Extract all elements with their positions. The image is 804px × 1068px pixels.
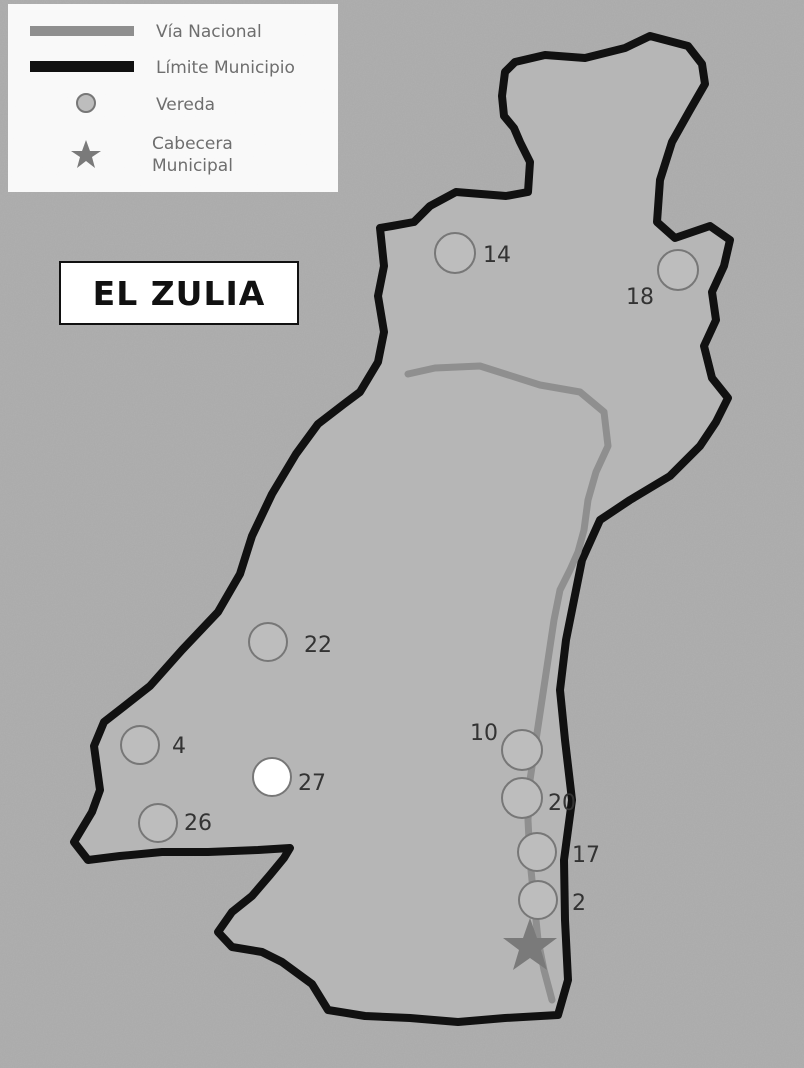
vereda-26: 26 — [138, 803, 212, 843]
vereda-circle — [518, 880, 558, 920]
municipality-boundary — [70, 32, 734, 1026]
legend-label-cabecera-2: Municipal — [152, 156, 233, 176]
vereda-circle — [501, 729, 543, 771]
vereda-label: 4 — [172, 734, 186, 759]
legend-road-swatch — [30, 26, 134, 36]
vereda-14: 14 — [434, 232, 511, 274]
vereda-label: 10 — [470, 721, 498, 746]
vereda-label: 20 — [548, 791, 576, 816]
vereda-18: 18 — [626, 249, 699, 310]
vereda-27: 27 — [252, 757, 326, 797]
vereda-circle — [657, 249, 699, 291]
vereda-4: 4 — [120, 725, 186, 765]
vereda-label: 14 — [483, 243, 511, 268]
vereda-20: 20 — [501, 777, 576, 819]
legend-vereda-circle — [76, 93, 96, 113]
cabecera-star-icon — [503, 918, 557, 970]
vereda-17: 17 — [517, 832, 600, 872]
legend-label-cabecera: Cabecera — [152, 134, 233, 154]
vereda-label: 27 — [298, 771, 326, 796]
map-title-box: EL ZULIA — [59, 261, 299, 325]
legend-star-icon — [71, 140, 101, 168]
vereda-label: 26 — [184, 811, 212, 836]
legend: Vía Nacional Límite Municipio Vereda Cab… — [8, 4, 338, 192]
legend-label-vereda: Vereda — [156, 95, 215, 115]
vereda-circle — [501, 777, 543, 819]
legend-label-road: Vía Nacional — [156, 22, 262, 42]
vereda-label: 2 — [572, 891, 586, 916]
vereda-label: 18 — [626, 285, 654, 310]
vereda-label: 17 — [572, 843, 600, 868]
vereda-circle — [434, 232, 476, 274]
vereda-circle — [138, 803, 178, 843]
vereda-2: 2 — [518, 880, 586, 920]
vereda-circle — [248, 622, 288, 662]
vereda-circle — [252, 757, 292, 797]
legend-border-swatch — [30, 61, 134, 72]
vereda-circle — [517, 832, 557, 872]
title-frame — [59, 261, 299, 325]
vereda-22: 22 — [248, 622, 332, 662]
vereda-10: 10 — [470, 721, 543, 771]
vereda-circle — [120, 725, 160, 765]
vereda-label: 22 — [304, 633, 332, 658]
legend-label-border: Límite Municipio — [156, 58, 295, 78]
map-title: EL ZULIA — [93, 274, 266, 313]
